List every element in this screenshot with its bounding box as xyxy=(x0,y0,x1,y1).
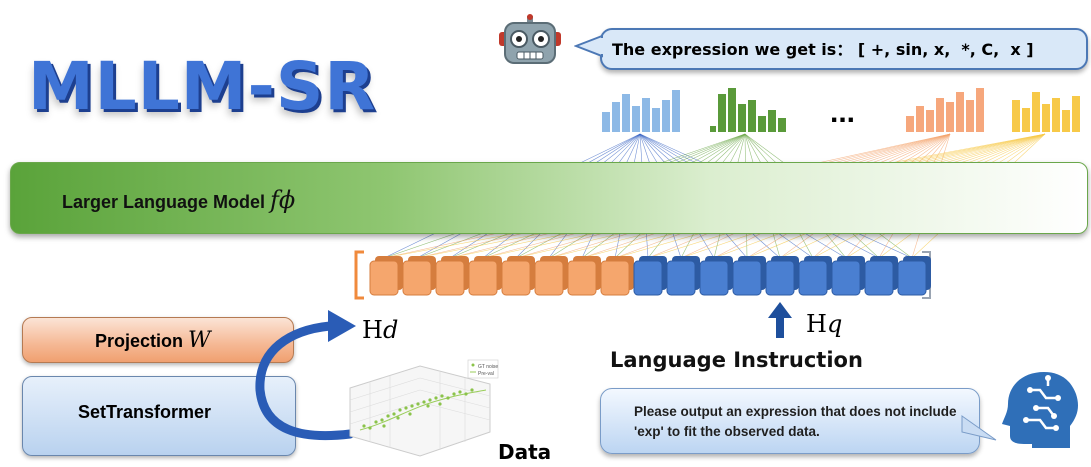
plot-legend-gt: GT noise xyxy=(478,364,499,370)
bar-chart-icon-green xyxy=(710,88,786,132)
data-token xyxy=(534,256,568,296)
llm-block xyxy=(10,162,1088,234)
data-token xyxy=(468,256,502,296)
projection-label-text: Projection xyxy=(95,331,184,351)
query-token xyxy=(699,256,733,296)
language-instruction-label: Language Instruction xyxy=(610,348,863,372)
settransformer-label: SetTransformer xyxy=(78,402,212,422)
data-token xyxy=(369,256,403,296)
h-d-sub: d xyxy=(382,316,399,344)
query-token xyxy=(897,256,931,296)
data-token xyxy=(435,256,469,296)
llm-symbol: fϕ xyxy=(270,186,296,214)
instruction-bubble-tail xyxy=(961,415,997,441)
llm-label: Larger Language Model fϕ xyxy=(62,186,295,214)
data-label: Data xyxy=(498,440,552,464)
instruction-text: Please output an expression that does no… xyxy=(634,404,957,439)
data-token xyxy=(600,256,634,296)
instruction-bubble xyxy=(600,388,980,454)
query-token xyxy=(831,256,865,296)
llm-label-text: Larger Language Model xyxy=(62,192,266,212)
bar-chart-icon-yellow xyxy=(1012,92,1080,132)
up-arrow-icon xyxy=(768,302,792,338)
h-q-base: H xyxy=(806,310,827,338)
settransformer-block xyxy=(22,376,296,456)
page-title: MLLM-SR xyxy=(28,48,377,125)
token-sequence xyxy=(354,250,931,300)
h-q-label: Hq xyxy=(806,310,842,338)
query-token xyxy=(732,256,766,296)
data-token xyxy=(402,256,436,296)
query-token xyxy=(864,256,898,296)
projection-label: Projection W xyxy=(95,328,211,353)
query-token xyxy=(633,256,667,296)
projection-symbol: W xyxy=(188,328,211,353)
plot-legend-pred: Pre-val xyxy=(478,371,494,377)
projection-block xyxy=(22,317,294,363)
brain-circuit-icon xyxy=(1002,372,1078,448)
data-token xyxy=(501,256,535,296)
bar-chart-icon-orange xyxy=(906,88,984,132)
robot-speech-bubble xyxy=(600,28,1088,70)
bubble-tail xyxy=(574,34,604,58)
query-token xyxy=(666,256,700,296)
ellipsis: ... xyxy=(830,96,856,129)
query-token xyxy=(798,256,832,296)
bar-chart-icon-blue xyxy=(602,90,680,132)
h-d-base: H xyxy=(362,316,383,344)
data-token xyxy=(567,256,601,296)
robot-output-text: The expression we get is： [ +, sin, x, *… xyxy=(612,40,1034,59)
robot-icon xyxy=(499,14,561,64)
data-scatter-plot xyxy=(349,359,499,457)
token-bracket-left xyxy=(354,250,364,300)
h-d-label: Hd xyxy=(362,316,398,344)
query-token xyxy=(765,256,799,296)
h-q-sub: q xyxy=(826,310,843,338)
curved-arrow-icon xyxy=(255,310,356,441)
